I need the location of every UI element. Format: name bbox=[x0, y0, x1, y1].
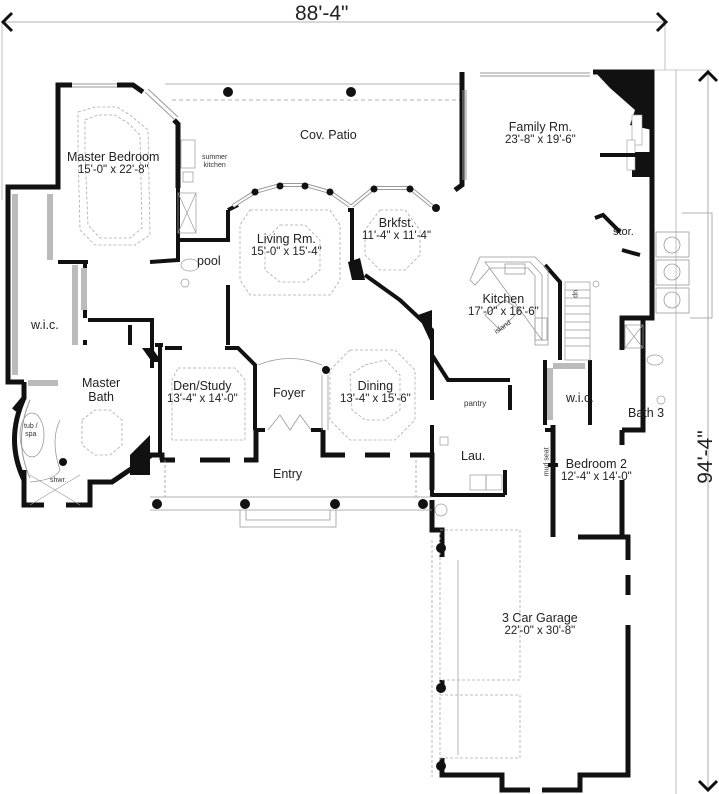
room-size: 13'-4" x 15'-6" bbox=[340, 393, 411, 406]
room-name: w.i.c. bbox=[31, 318, 59, 332]
kitchen-counters bbox=[469, 256, 549, 346]
room-entry: Entry bbox=[273, 467, 302, 481]
brkfst-bay bbox=[350, 185, 440, 212]
room-size: 15'-0" x 15'-4" bbox=[251, 246, 322, 259]
room-name: Entry bbox=[273, 467, 303, 481]
room-size: 23'-8" x 19'-6" bbox=[505, 134, 576, 147]
room-family-rm: Family Rm. 23'-8" x 19'-6" bbox=[505, 120, 576, 148]
tub-alcove bbox=[12, 396, 81, 506]
room-name: Brkfst. bbox=[378, 216, 415, 230]
family-room-windows bbox=[462, 72, 590, 180]
mud-seat-label: mud seat bbox=[543, 447, 551, 477]
laundry-fixtures bbox=[434, 436, 503, 517]
room-pool: pool bbox=[197, 254, 221, 268]
garage-lines bbox=[431, 540, 459, 777]
depth-dimension-line bbox=[640, 69, 719, 794]
room-living-rm: Living Rm. 15'-0" x 15'-4" bbox=[251, 232, 322, 260]
foyer-details bbox=[257, 358, 329, 431]
closet-shelving bbox=[12, 194, 585, 420]
room-brkfst: Brkfst. 11'-4" x 11'-4" bbox=[362, 216, 431, 244]
garage-columns bbox=[436, 543, 446, 771]
room-size: 11'-4" x 11'-4" bbox=[362, 230, 432, 243]
room-summer-kitchen: summer kitchen bbox=[202, 154, 227, 169]
room-cov-patio: Cov. Patio bbox=[300, 128, 357, 142]
room-master-wic: w.i.c. bbox=[31, 318, 59, 332]
wall-fills bbox=[130, 258, 432, 475]
room-size: 17'-0" x 16'-6" bbox=[468, 306, 539, 319]
overall-width-label: 88'-4" bbox=[295, 2, 349, 25]
room-name: Foyer bbox=[273, 386, 305, 400]
stairs-up-label: up bbox=[571, 289, 579, 298]
room-master-bath: Master Bath bbox=[82, 376, 120, 405]
shower-label: shwr. bbox=[50, 477, 67, 484]
room-stor: stor. bbox=[613, 226, 634, 239]
room-pantry: pantry bbox=[464, 399, 487, 408]
room-name: Master bbox=[82, 376, 121, 390]
room-size: 13'-4" x 14'-0" bbox=[167, 393, 238, 406]
room-name: pool bbox=[197, 254, 221, 268]
room-garage: 3 Car Garage 22'-0" x 30'-8" bbox=[502, 611, 578, 639]
room-name: Living Rm. bbox=[256, 232, 316, 246]
room-name-line2: Bath bbox=[88, 390, 114, 405]
stairs bbox=[564, 280, 600, 361]
room-den-study: Den/Study 13'-4" x 14'-0" bbox=[167, 379, 238, 407]
entry-columns bbox=[152, 366, 428, 509]
room-size: 22'-0" x 30'-8" bbox=[504, 625, 576, 638]
pool-bath-fixtures bbox=[180, 258, 200, 288]
room-kitchen: Kitchen 17'-0" x 16'-6" bbox=[468, 292, 539, 320]
living-room-bay bbox=[231, 182, 352, 208]
room-size: 15'-0" x 22'-8" bbox=[77, 164, 149, 177]
room-master-bedroom: Master Bedroom 15'-0" x 22'-8" bbox=[67, 150, 159, 178]
patio-columns bbox=[223, 87, 356, 97]
exterior-walls bbox=[5, 69, 655, 793]
room-name-line2: kitchen bbox=[203, 161, 226, 169]
room-dining: Dining 13'-4" x 15'-6" bbox=[340, 379, 411, 407]
room-name: Master Bedroom bbox=[67, 150, 160, 164]
room-name: 3 Car Garage bbox=[502, 611, 578, 625]
cov-patio-outline bbox=[165, 83, 462, 101]
ceiling-outlines bbox=[77, 106, 521, 760]
tub-spa-label: tub / spa bbox=[24, 423, 38, 438]
summer-kitchen-fixtures bbox=[177, 139, 197, 234]
ac-units bbox=[655, 212, 713, 319]
width-dimension-line bbox=[0, 11, 669, 200]
master-bedroom-windows bbox=[72, 83, 179, 121]
room-name: Kitchen bbox=[482, 292, 525, 306]
fireplace bbox=[595, 72, 652, 177]
interior-walls bbox=[58, 153, 652, 497]
room-bath3: Bath 3 bbox=[628, 406, 664, 420]
entry-porch bbox=[150, 460, 432, 528]
room-name: Bedroom 2 bbox=[565, 457, 627, 471]
room-name: Cov. Patio bbox=[300, 128, 357, 142]
room-name: Dining bbox=[357, 379, 394, 393]
room-laundry: Lau. bbox=[461, 449, 485, 463]
bath3-fixtures bbox=[624, 324, 666, 405]
room-name-line1: summer bbox=[202, 154, 228, 161]
room-name: stor. bbox=[613, 226, 634, 238]
room-bedroom2: Bedroom 2 12'-4" x 14'-0" bbox=[561, 457, 632, 485]
room-name: Bath 3 bbox=[628, 406, 665, 420]
room-size: 12'-4" x 14'-0" bbox=[561, 471, 632, 484]
room-name: Lau. bbox=[461, 449, 486, 463]
room-wic2: w.i.c. bbox=[566, 391, 594, 405]
overall-depth-label: 94'-4" bbox=[694, 430, 717, 484]
room-name: Family Rm. bbox=[508, 120, 572, 134]
room-foyer: Foyer bbox=[273, 386, 305, 400]
room-name: Den/Study bbox=[173, 379, 232, 393]
room-name: w.i.c. bbox=[566, 391, 594, 405]
